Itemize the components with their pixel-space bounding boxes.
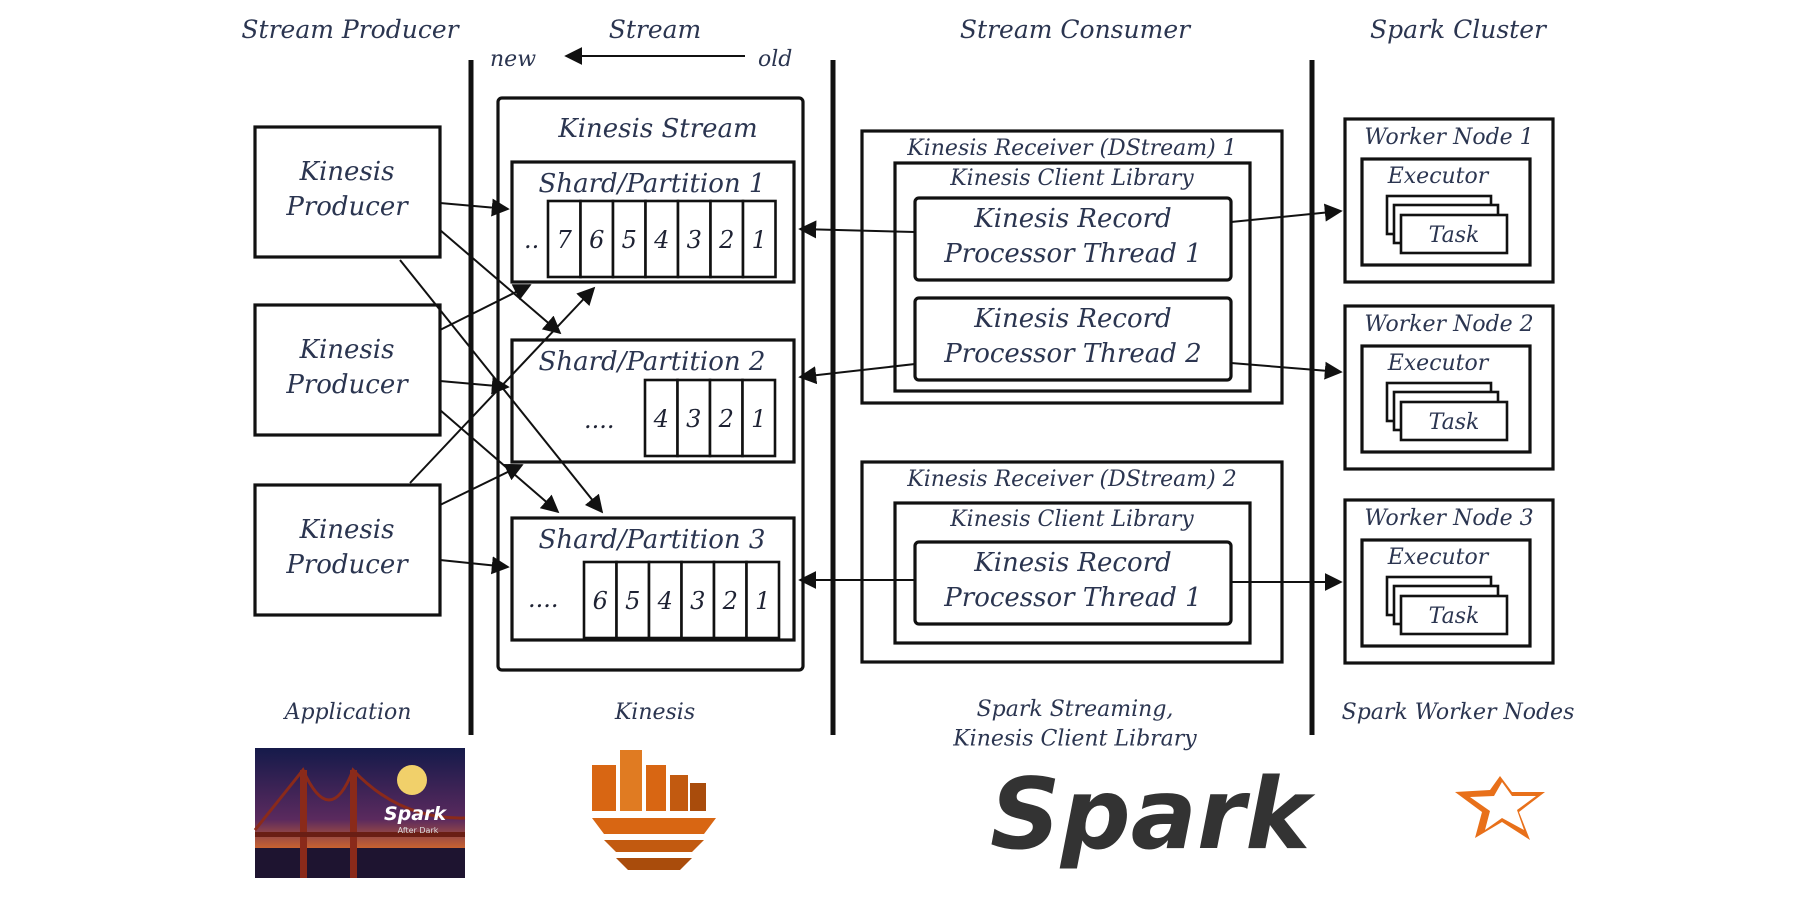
arrow-p3-s3: [439, 556, 510, 575]
kinesis-receiver-2: Kinesis Receiver (DStream) 2 Kinesis Cli…: [860, 460, 1284, 664]
producer-arrows: [399, 198, 604, 575]
record-cell: [582, 560, 618, 640]
record-number: 6: [593, 587, 608, 615]
record-cell: [741, 378, 777, 458]
arrow-thread2-shard2: [798, 363, 916, 385]
record-number: 1: [752, 226, 767, 254]
spark-logo-text: Spark: [990, 758, 1316, 872]
order-old-label: old: [758, 47, 792, 72]
worker-3-executor: Executor: [1387, 545, 1490, 570]
receiver-2-title: Kinesis Receiver (DStream) 2: [906, 467, 1236, 492]
arrow-p2-s1: [439, 284, 532, 331]
shard-2-ellipsis: ....: [584, 406, 615, 434]
order-new-label: new: [490, 47, 536, 72]
svg-text:Spark: Spark: [384, 803, 447, 825]
record-cell: [745, 560, 781, 640]
spark-logo: Spark: [990, 758, 1545, 872]
footer-worker-nodes: Spark Worker Nodes: [1342, 700, 1575, 725]
receiver-1-library: Kinesis Client Library: [949, 166, 1194, 191]
record-cell: [741, 199, 777, 279]
worker-1-executor: Executor: [1387, 164, 1490, 189]
arrow-thread2-worker2: [1230, 361, 1343, 380]
record-number: 4: [657, 587, 673, 615]
footer-kinesis: Kinesis: [614, 700, 695, 725]
worker-1-task: Task: [1429, 223, 1480, 248]
record-number: 5: [625, 587, 640, 615]
arrow-thread1-worker1: [1230, 203, 1343, 223]
worker-3-task: Task: [1429, 604, 1480, 629]
record-cell: [676, 199, 712, 279]
record-number: 4: [653, 226, 669, 254]
svg-text:After Dark: After Dark: [398, 826, 439, 835]
worker-3-title: Worker Node 3: [1364, 506, 1533, 531]
arrow-p2-s2: [439, 376, 510, 395]
record-cell: [709, 199, 745, 279]
record-number: 3: [686, 405, 701, 433]
record-number: 1: [751, 405, 766, 433]
record-number: 6: [589, 226, 604, 254]
footer-spark-streaming: Spark Streaming,Kinesis Client Library: [952, 697, 1197, 752]
record-cell: [546, 199, 582, 279]
kinesis-receiver-1: Kinesis Receiver (DStream) 1 Kinesis Cli…: [860, 129, 1284, 405]
footer-application: Application: [283, 700, 412, 725]
worker-2-task: Task: [1429, 410, 1480, 435]
arrow-p3-s2: [439, 464, 524, 506]
worker-arrows: [1230, 203, 1343, 591]
worker-2-executor: Executor: [1387, 351, 1490, 376]
worker-node-1: Worker Node 1 Executor Task: [1343, 117, 1555, 284]
record-number: 4: [653, 405, 669, 433]
arrow-p1-s2: [439, 229, 562, 335]
receiver-1-title: Kinesis Receiver (DStream) 1: [906, 136, 1236, 161]
record-cell: [676, 378, 712, 458]
record-cell: [579, 199, 615, 279]
worker-node-2: Worker Node 2 Executor Task: [1343, 304, 1555, 471]
spark-after-dark-logo: Spark After Dark: [253, 748, 466, 878]
shard-3-title: Shard/Partition 3: [539, 525, 766, 555]
record-number: 3: [690, 587, 705, 615]
record-number: 2: [718, 226, 734, 254]
record-number: 1: [755, 587, 770, 615]
record-number: 2: [722, 587, 738, 615]
shard-2-title: Shard/Partition 2: [539, 347, 766, 377]
record-number: 3: [687, 226, 702, 254]
record-number: 7: [557, 226, 573, 254]
receiver-2-library: Kinesis Client Library: [949, 507, 1194, 532]
kinesis-icon: [592, 750, 716, 870]
record-cell: [680, 560, 716, 640]
kinesis-stream-title: Kinesis Stream: [557, 114, 757, 144]
arrow-thread1-shard1: [798, 220, 916, 239]
record-cell: [647, 560, 683, 640]
column-header-consumer: Stream Consumer: [960, 15, 1192, 44]
column-header-producer: Stream Producer: [241, 15, 460, 44]
shard-1-title: Shard/Partition 1: [539, 169, 766, 199]
worker-node-3: Worker Node 3 Executor Task: [1343, 498, 1555, 665]
record-cell: [644, 199, 680, 279]
arrow-p1-s1: [439, 198, 510, 217]
arrow-p2-s3: [439, 409, 560, 514]
shard-3-ellipsis: ....: [528, 585, 559, 613]
arrow-p3-s1: [409, 286, 596, 484]
shard-1-ellipsis: ..: [524, 226, 539, 254]
column-header-cluster: Spark Cluster: [1370, 15, 1548, 44]
record-number: 5: [622, 226, 637, 254]
worker-1-title: Worker Node 1: [1364, 125, 1533, 150]
consumer-arrows: [798, 220, 916, 589]
column-header-stream: Stream: [609, 15, 702, 44]
worker-2-title: Worker Node 2: [1364, 312, 1533, 337]
record-number: 2: [718, 405, 734, 433]
